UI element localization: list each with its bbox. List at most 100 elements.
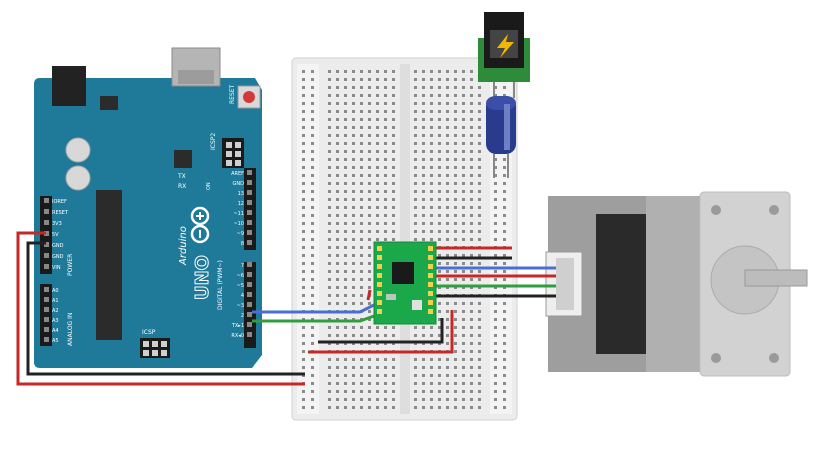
breadboard-hole [384, 334, 387, 337]
breadboard-hole [352, 302, 355, 305]
pin-label: ~9 [237, 231, 244, 237]
breadboard-hole [430, 382, 433, 385]
breadboard-hole [430, 214, 433, 217]
breadboard-hole [360, 214, 363, 217]
breadboard-hole [430, 374, 433, 377]
breadboard-hole [368, 406, 371, 409]
breadboard-hole [438, 94, 441, 97]
breadboard-hole [470, 118, 473, 121]
breadboard-hole [311, 70, 314, 73]
breadboard-hole [376, 334, 379, 337]
breadboard-hole [360, 270, 363, 273]
breadboard-hole [336, 102, 339, 105]
breadboard-hole [360, 326, 363, 329]
breadboard-hole [384, 174, 387, 177]
breadboard-hole [422, 238, 425, 241]
breadboard-hole [454, 182, 457, 185]
header-pin [235, 151, 241, 157]
driver-pin [377, 291, 382, 296]
breadboard-hole [360, 174, 363, 177]
breadboard-hole [430, 78, 433, 81]
breadboard-hole [422, 206, 425, 209]
breadboard-hole [478, 350, 481, 353]
on-label: ON [206, 182, 212, 190]
breadboard-hole [478, 358, 481, 361]
breadboard-hole [494, 174, 497, 177]
breadboard-hole [328, 398, 331, 401]
breadboard-hole [392, 166, 395, 169]
breadboard-hole [430, 390, 433, 393]
breadboard-hole [454, 366, 457, 369]
breadboard-hole [392, 182, 395, 185]
breadboard-hole [344, 254, 347, 257]
breadboard-hole [302, 222, 305, 225]
breadboard-hole [462, 318, 465, 321]
breadboard-hole [360, 246, 363, 249]
breadboard-hole [368, 198, 371, 201]
breadboard-hole [360, 78, 363, 81]
breadboard-hole [360, 118, 363, 121]
breadboard-hole [438, 142, 441, 145]
header-pin [44, 209, 49, 214]
breadboard-hole [414, 214, 417, 217]
breadboard-hole [376, 78, 379, 81]
breadboard-hole [470, 206, 473, 209]
breadboard-hole [336, 86, 339, 89]
breadboard-hole [302, 118, 305, 121]
breadboard-hole [494, 406, 497, 409]
breadboard-hole [430, 150, 433, 153]
breadboard-hole [328, 198, 331, 201]
breadboard-hole [384, 142, 387, 145]
breadboard-hole [344, 390, 347, 393]
board-capacitor [65, 165, 91, 191]
header-pin [44, 253, 49, 258]
breadboard-hole [446, 342, 449, 345]
breadboard-hole [470, 310, 473, 313]
breadboard-hole [503, 358, 506, 361]
breadboard-hole [438, 374, 441, 377]
breadboard-hole [462, 222, 465, 225]
header-pin [247, 220, 252, 225]
breadboard-hole [384, 358, 387, 361]
breadboard-hole [494, 86, 497, 89]
breadboard-hole [470, 134, 473, 137]
pin-label: ~5 [237, 283, 244, 289]
pin-label: A5 [52, 338, 59, 344]
breadboard-hole [328, 78, 331, 81]
breadboard-hole [438, 310, 441, 313]
breadboard-hole [344, 294, 347, 297]
breadboard-hole [360, 374, 363, 377]
breadboard-hole [446, 326, 449, 329]
breadboard-hole [470, 182, 473, 185]
breadboard-hole [352, 398, 355, 401]
breadboard-hole [430, 238, 433, 241]
driver-pin [428, 282, 433, 287]
breadboard-hole [446, 142, 449, 145]
breadboard-hole [478, 262, 481, 265]
driver-pin [377, 255, 382, 260]
breadboard-hole [494, 262, 497, 265]
breadboard-hole [328, 406, 331, 409]
pin-label: IOREF [52, 199, 67, 205]
breadboard-hole [368, 126, 371, 129]
breadboard-hole [503, 374, 506, 377]
breadboard-hole [344, 398, 347, 401]
breadboard-hole [336, 158, 339, 161]
breadboard-hole [422, 222, 425, 225]
breadboard-hole [454, 198, 457, 201]
breadboard-hole [344, 134, 347, 137]
breadboard-hole [470, 126, 473, 129]
breadboard-hole [454, 350, 457, 353]
breadboard-hole [302, 406, 305, 409]
pin-label: ~6 [237, 273, 244, 279]
breadboard-hole [344, 222, 347, 225]
breadboard-hole [392, 214, 395, 217]
breadboard-hole [470, 302, 473, 305]
driver-pin [428, 246, 433, 251]
breadboard-hole [392, 94, 395, 97]
breadboard-hole [462, 334, 465, 337]
breadboard-hole [446, 206, 449, 209]
header-pin [44, 297, 49, 302]
breadboard-hole [494, 158, 497, 161]
breadboard-hole [376, 70, 379, 73]
